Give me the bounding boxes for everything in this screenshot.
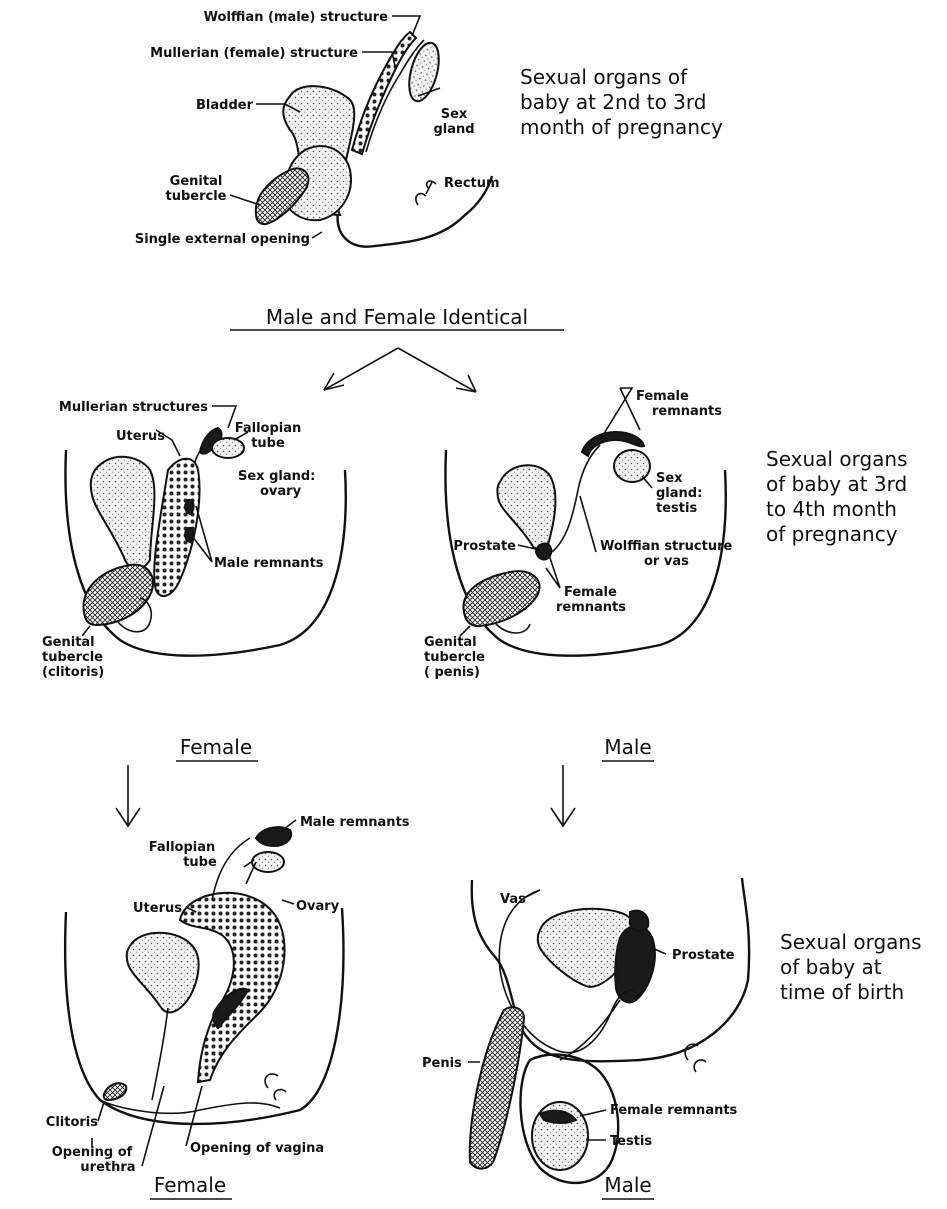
label-fallopian-birth-1: Fallopian: [149, 840, 216, 855]
label-female-remnants-top-2: remnants: [652, 404, 722, 419]
label-genital-tubercle-m-1: Genital: [424, 635, 477, 650]
label-prostate-mid: Prostate: [453, 539, 516, 554]
label-mullerian-structures: Mullerian structures: [59, 400, 208, 415]
label-penis: Penis: [422, 1056, 462, 1071]
mid-caption-line-3: to 4th month: [766, 497, 897, 521]
label-female-remnants-top-1: Female: [636, 389, 689, 404]
label-sex-gland-ovary-1: Sex gland:: [238, 469, 315, 484]
label-testis-birth: Testis: [610, 1134, 652, 1149]
label-female-remnants-bottom-1: Female: [564, 585, 617, 600]
heading-male-birth: Male: [604, 1173, 651, 1197]
label-sex-gland-testis-2: gland:: [656, 486, 702, 501]
top-caption-line-3: month of pregnancy: [520, 115, 723, 139]
label-genital-tubercle-f-3: (clitoris): [42, 665, 104, 680]
label-genital-tubercle-1: Genital: [170, 174, 223, 189]
middle-female-diagram: Mullerian structures Uterus Fallopian tu…: [42, 400, 346, 680]
bf-uterus: [180, 893, 285, 1082]
bm-prostate: [615, 926, 655, 1003]
mm-vas: [552, 445, 600, 552]
branch-arrowheads: [324, 373, 476, 392]
label-female-remnants-bottom-2: remnants: [556, 600, 626, 615]
label-male-remnants-birth: Male remnants: [300, 815, 410, 830]
bf-rectum: [265, 1074, 286, 1100]
bf-clitoris: [104, 1083, 127, 1100]
mid-caption-line-1: Sexual organs: [766, 447, 907, 471]
label-fallopian-birth-2: tube: [183, 855, 217, 870]
bm-penis: [470, 1007, 524, 1168]
bottom-female-diagram: Male remnants Fallopian tube Ovary Uteru…: [46, 815, 410, 1175]
heading-female-birth: Female: [154, 1173, 226, 1197]
heading-male-mid: Male: [604, 735, 651, 759]
bottom-caption-line-2: of baby at: [780, 955, 882, 979]
identical-heading: Male and Female Identical: [266, 305, 528, 329]
bf-fallopian-tube: [212, 838, 250, 900]
label-male-remnants-mid: Male remnants: [214, 556, 324, 571]
heading-female-mid: Female: [180, 735, 252, 759]
label-wolffian-vas-1: Wolffian structure: [600, 539, 733, 554]
label-bladder: Bladder: [196, 98, 254, 113]
mf-genital-tubercle: [83, 565, 153, 625]
label-mullerian-structure: Mullerian (female) structure: [150, 46, 358, 61]
label-female-remnants-birth: Female remnants: [610, 1103, 738, 1118]
bm-urethra-to-scrotum: [560, 1000, 620, 1060]
mm-testis: [614, 450, 650, 482]
mm-sinus: [496, 624, 530, 633]
down-arrow-female: [116, 765, 140, 826]
label-opening-vagina: Opening of vagina: [190, 1141, 324, 1156]
branch-arrows: [324, 348, 476, 392]
mf-ovary: [212, 438, 244, 458]
top-caption-line-1: Sexual organs of: [520, 65, 688, 89]
label-sex-gland-2: gland: [433, 122, 474, 137]
label-sex-gland-testis-3: testis: [656, 501, 697, 516]
mm-genital-tubercle: [463, 571, 539, 626]
label-genital-tubercle-f-1: Genital: [42, 635, 95, 650]
bf-ovary: [252, 852, 284, 872]
label-wolffian-structure: Wolffian (male) structure: [204, 10, 389, 25]
bottom-male-diagram: Vas Prostate Penis Female remnants Testi…: [422, 878, 749, 1183]
label-single-external-opening: Single external opening: [135, 232, 310, 247]
bottom-caption-line-1: Sexual organs: [780, 930, 921, 954]
mf-bladder: [91, 457, 155, 570]
bf-bladder: [127, 933, 199, 1013]
label-opening-urethra-1: Opening of: [52, 1145, 133, 1160]
label-rectum: Rectum: [444, 176, 500, 191]
label-opening-urethra-2: urethra: [80, 1160, 135, 1175]
middle-male-diagram: Female remnants Sex gland: testis Prosta…: [424, 388, 733, 680]
label-ovary-birth: Ovary: [296, 899, 340, 914]
mid-caption-line-2: of baby at 3rd: [766, 472, 907, 496]
label-genital-tubercle-m-2: tubercle: [424, 650, 485, 665]
mm-bladder: [497, 465, 555, 550]
bottom-caption-line-3: time of birth: [780, 980, 904, 1004]
down-arrow-male: [551, 765, 575, 826]
label-genital-tubercle-m-3: ( penis): [424, 665, 480, 680]
label-sex-gland-ovary-2: ovary: [260, 484, 302, 499]
label-vas-birth: Vas: [500, 892, 526, 907]
top-mullerian-duct: [352, 32, 416, 154]
label-sex-gland-testis-1: Sex: [656, 471, 683, 486]
label-genital-tubercle-2: tubercle: [166, 189, 227, 204]
label-sex-gland-1: Sex: [441, 107, 468, 122]
label-uterus-mid: Uterus: [116, 429, 165, 444]
label-uterus-birth: Uterus: [133, 901, 182, 916]
bf-male-remnants: [256, 827, 291, 846]
top-diagram: Wolffian (male) structure Mullerian (fem…: [135, 10, 500, 247]
label-genital-tubercle-f-2: tubercle: [42, 650, 103, 665]
bm-seminal: [630, 911, 648, 931]
label-fallopian-mid-2: tube: [251, 436, 285, 451]
bf-perineum: [100, 1100, 280, 1113]
bf-urethra: [152, 1008, 168, 1100]
label-wolffian-vas-2: or vas: [644, 554, 689, 569]
mid-caption-line-4: of pregnancy: [766, 522, 898, 546]
label-clitoris: Clitoris: [46, 1115, 98, 1130]
top-caption-line-2: baby at 2nd to 3rd: [520, 90, 706, 114]
mf-uterus: [154, 459, 199, 596]
label-fallopian-mid-1: Fallopian: [235, 421, 302, 436]
label-prostate-birth: Prostate: [672, 948, 735, 963]
